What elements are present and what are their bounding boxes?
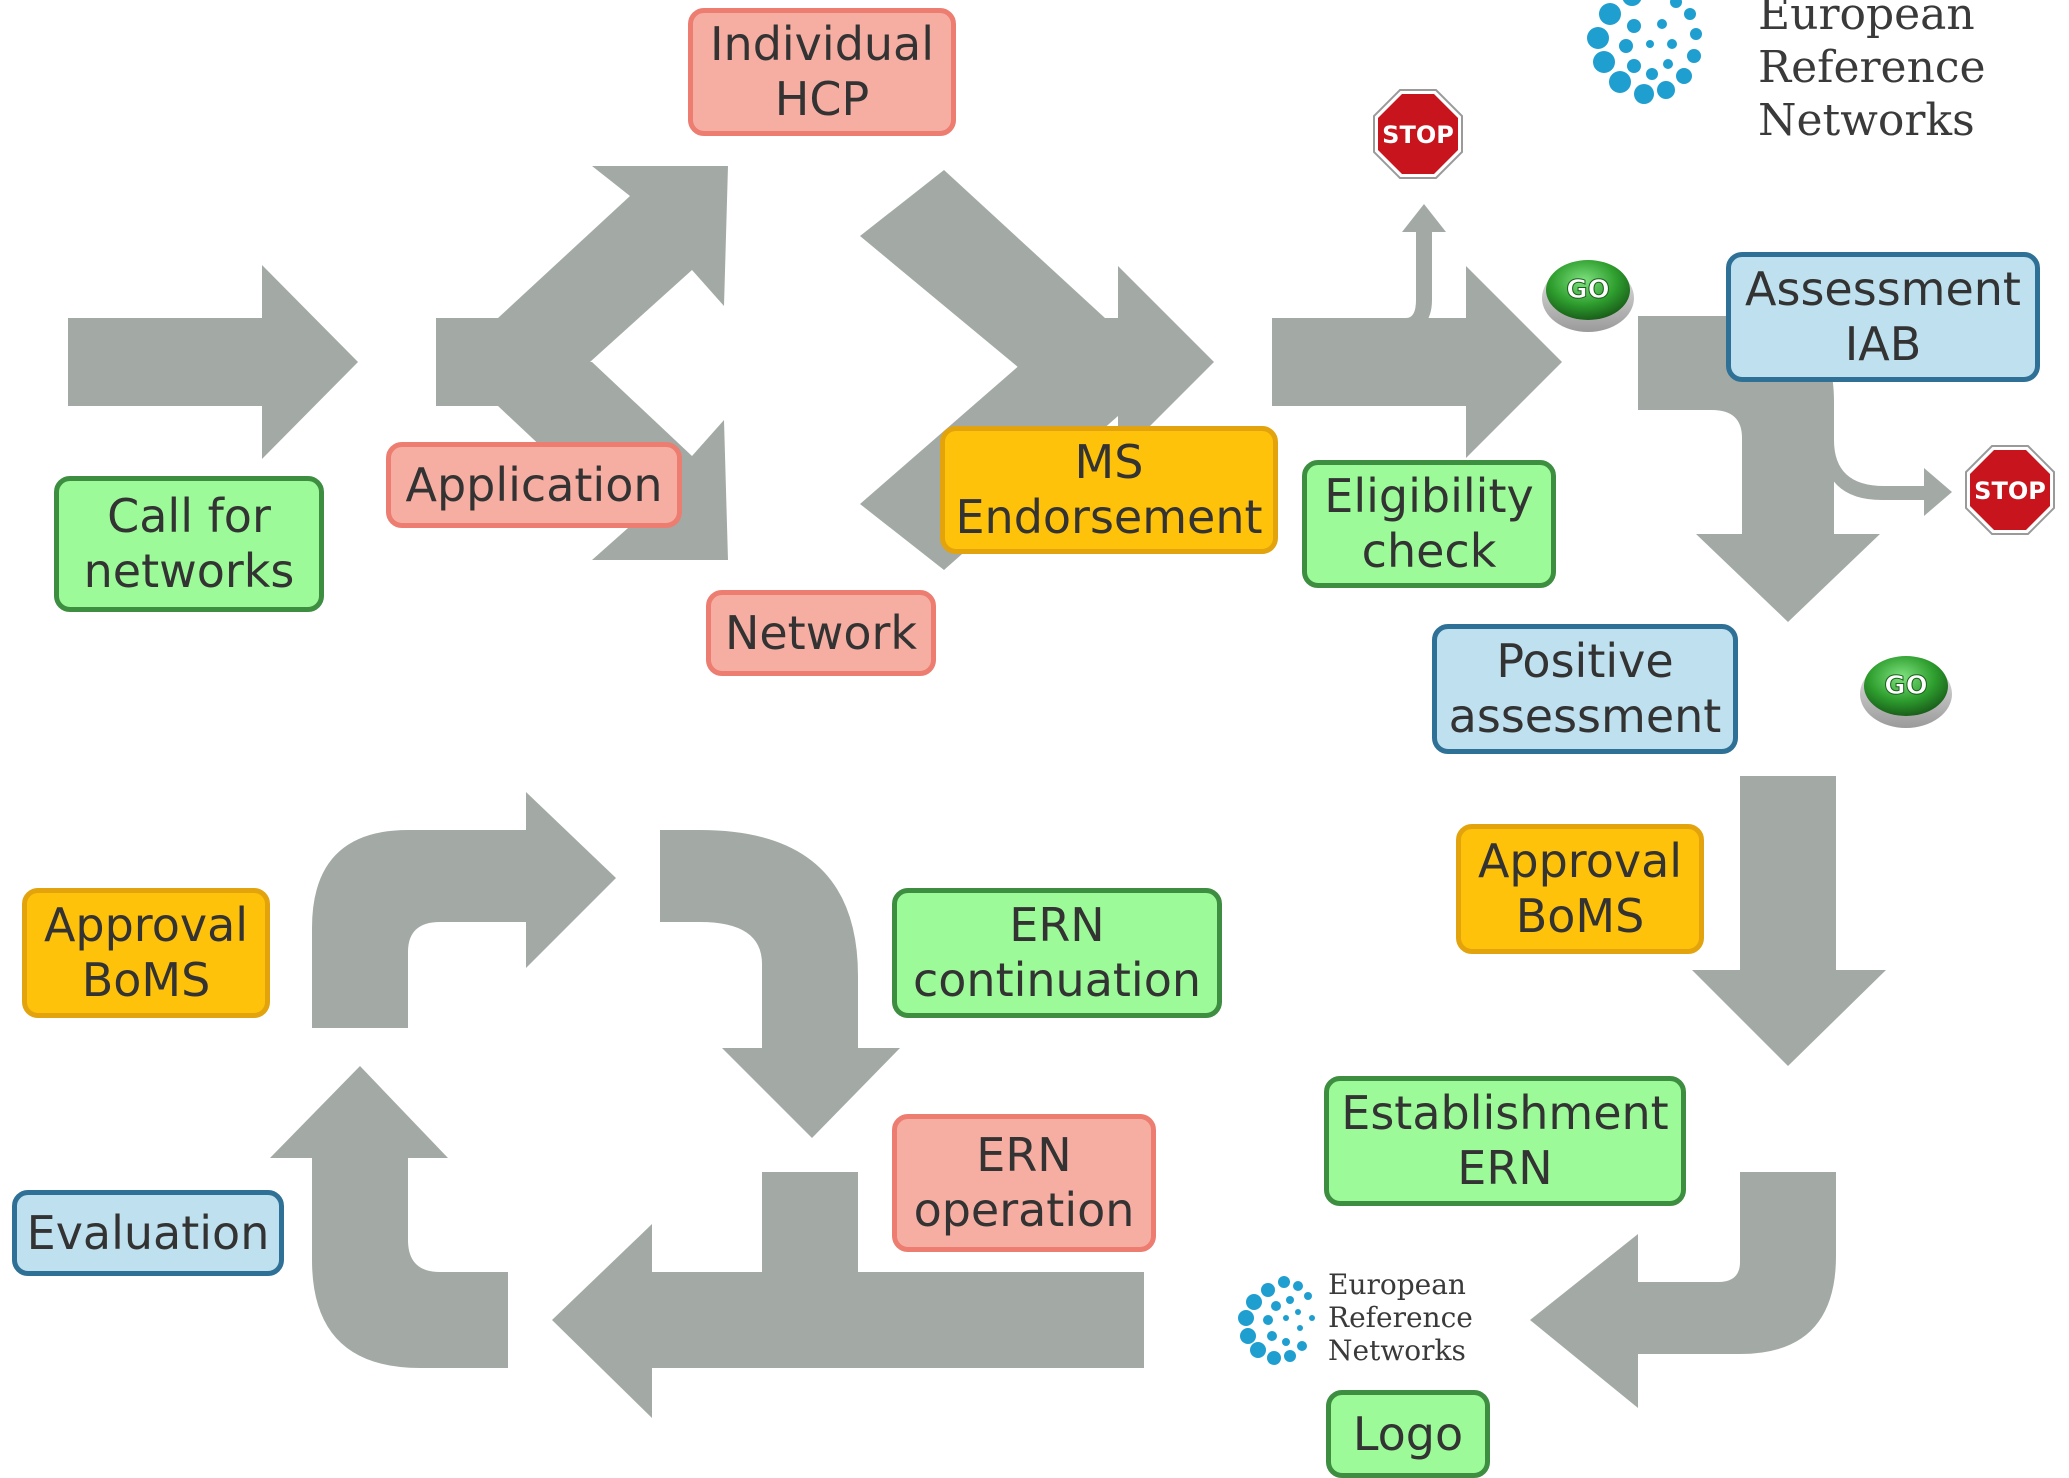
flow-arrow-call-to-application (68, 265, 358, 459)
approval-boms-right-box: Approval BoMS (1456, 824, 1704, 954)
evaluation-box: Evaluation (12, 1190, 284, 1276)
ern-logo-dots-icon (1587, 0, 1702, 104)
ern-operation-label-line1: ERN (976, 1128, 1072, 1182)
stop-sign-label: STOP (1382, 121, 1454, 149)
network-box: Network (706, 590, 936, 676)
flow-branch-to-stop-right (1822, 440, 1952, 516)
stop-sign-label: STOP (1974, 477, 2046, 505)
ern-continuation-label-line2: continuation (912, 953, 1202, 1007)
application-box: Application (386, 442, 682, 528)
flow-arrow-elbow-to-assessment (1638, 316, 1880, 622)
positive-assessment-label-line1: Positive (1496, 634, 1674, 688)
stop-sign-icon: STOP (1965, 445, 2055, 535)
establishment-ern-label-line1: Establishment (1341, 1086, 1669, 1140)
ern-operation-label-line2: operation (913, 1183, 1135, 1237)
individual-hcp-box: Individual HCP (688, 8, 956, 136)
ms-endorsement-label-line2: Endorsement (955, 490, 1263, 544)
application-label: Application (405, 457, 663, 512)
ern-logo-small: European Reference Networks (1328, 1268, 1473, 1367)
eligibility-check-label-line2: check (1361, 524, 1497, 578)
stop-sign-icon: STOP (1373, 89, 1463, 179)
ern-logo-corner-line3: Networks (1758, 95, 1975, 146)
call-for-networks-label-line2: networks (83, 544, 295, 598)
evaluation-label: Evaluation (26, 1205, 270, 1260)
assessment-iab-label-line2: IAB (1844, 317, 1922, 371)
assessment-iab-box: Assessment IAB (1726, 252, 2040, 382)
approval-boms-left-box: Approval BoMS (22, 888, 270, 1018)
go-button-icon: GO (1542, 260, 1634, 332)
flow-arrow-into-endorsement (1060, 266, 1214, 458)
ms-endorsement-box: MS Endorsement (940, 426, 1278, 554)
call-for-networks-label-line1: Call for (107, 489, 271, 543)
positive-assessment-label-line2: assessment (1448, 689, 1722, 743)
ern-logo-corner: European Reference Networks (1758, 0, 1986, 147)
assessment-iab-label-line1: Assessment (1745, 262, 2021, 316)
individual-hcp-label-line1: Individual (709, 17, 935, 71)
ern-logo-small-line2: Reference (1328, 1301, 1473, 1334)
ern-logo-corner-line2: Reference (1758, 42, 1986, 93)
logo-box: Logo (1326, 1390, 1490, 1478)
individual-hcp-label-line2: HCP (774, 72, 870, 126)
ern-continuation-box: ERN continuation (892, 888, 1222, 1018)
network-label: Network (724, 605, 918, 660)
ern-logo-corner-line1: European (1758, 0, 1975, 40)
ms-endorsement-label-line1: MS (1074, 435, 1144, 489)
ern-logo-dots-icon (1238, 1276, 1315, 1365)
flow-arrow-curve-down (660, 830, 900, 1138)
go-button-label: GO (1566, 275, 1609, 305)
flow-arrow-up-to-approval (270, 1066, 508, 1368)
go-button-label: GO (1884, 671, 1927, 701)
ern-logo-small-line1: European (1328, 1268, 1466, 1301)
flow-branch-to-stop-top (1372, 204, 1446, 340)
logo-box-label: Logo (1352, 1406, 1464, 1461)
approval-boms-left-label-line1: Approval (43, 898, 249, 952)
call-for-networks-box: Call for networks (54, 476, 324, 612)
ern-continuation-label-line1: ERN (1009, 898, 1105, 952)
ern-logo-small-line3: Networks (1328, 1334, 1466, 1367)
eligibility-check-label-line1: Eligibility (1324, 469, 1534, 523)
flow-arrow-into-eligibility (1272, 266, 1562, 458)
approval-boms-left-label-line2: BoMS (81, 953, 211, 1007)
flow-arrow-fork-up (436, 166, 728, 406)
flow-arrow-curve-right (312, 792, 616, 1028)
go-button-icon: GO (1860, 656, 1952, 728)
establishment-ern-box: Establishment ERN (1324, 1076, 1686, 1206)
flow-arrow-elbow-to-logo (1530, 1172, 1836, 1408)
establishment-ern-label-line2: ERN (1457, 1141, 1553, 1195)
eligibility-check-box: Eligibility check (1302, 460, 1556, 588)
approval-boms-right-label-line2: BoMS (1515, 889, 1645, 943)
positive-assessment-box: Positive assessment (1432, 624, 1738, 754)
ern-operation-box: ERN operation (892, 1114, 1156, 1252)
flow-arrow-down-to-establishment (1692, 776, 1886, 1066)
approval-boms-right-label-line1: Approval (1477, 834, 1683, 888)
flow-arrow-left-to-evaluation (552, 1172, 1144, 1418)
